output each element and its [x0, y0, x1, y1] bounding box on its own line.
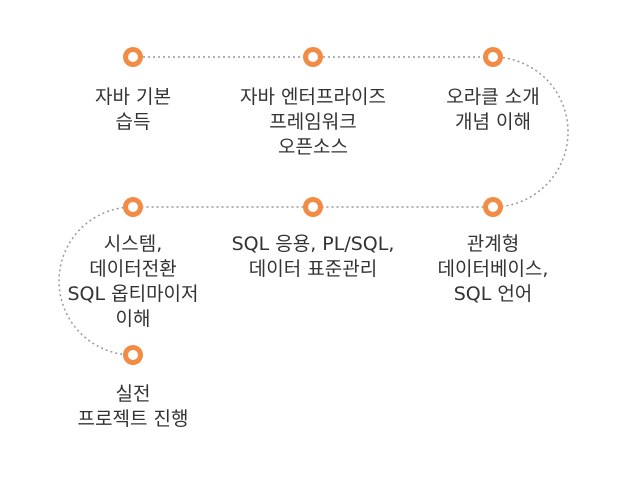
step-label-7: 실전 프로젝트 진행 — [77, 383, 189, 430]
step-node-1 — [123, 47, 143, 67]
step-node-5 — [303, 197, 323, 217]
step-label-6: 시스템, 데이터전환 SQL 옵티마이저 이해 — [67, 233, 199, 330]
step-label-3: 오라클 소개 개념 이해 — [446, 86, 540, 133]
step-label-5: SQL 응용, PL/SQL, 데이터 표준관리 — [231, 233, 395, 280]
step-node-6 — [123, 197, 143, 217]
step-label-2: 자바 엔터프라이즈 프레임워크 오픈소스 — [240, 86, 386, 158]
step-label-4: 관계형 데이터베이스, SQL 언어 — [437, 233, 549, 305]
step-node-3 — [483, 47, 503, 67]
step-node-2 — [303, 47, 323, 67]
step-label-1: 자바 기본 습득 — [95, 86, 171, 133]
step-node-7 — [123, 345, 143, 365]
step-node-4 — [483, 197, 503, 217]
